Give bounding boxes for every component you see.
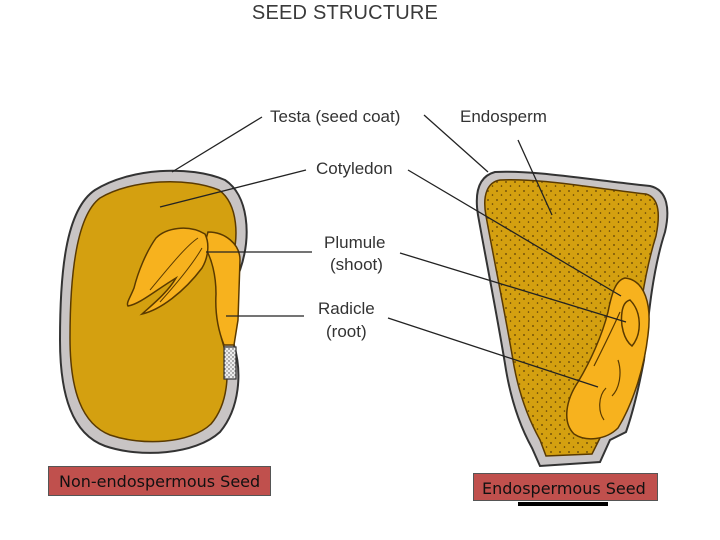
left-cotyledon [69, 180, 237, 443]
leader-lines [159, 114, 627, 388]
right-plumule [620, 299, 640, 348]
left-radicle-tip [223, 346, 237, 380]
caption-non-endospermous-seed: Non-endospermous Seed [48, 466, 271, 496]
label-testa: Testa (seed coat) [270, 107, 400, 126]
label-radicle-note: (root) [326, 322, 367, 341]
endospermous-seed [475, 170, 669, 468]
leader-endosperm-coat [423, 114, 489, 173]
leader-plumule-right [399, 252, 627, 323]
left-plumule-veins [149, 237, 203, 303]
label-endosperm: Endosperm [460, 107, 547, 126]
caption-endospermous-seed: Endospermous Seed [473, 473, 658, 501]
left-plumule [126, 227, 209, 316]
leader-cotyledon-left [159, 169, 307, 208]
leader-radicle-right [387, 317, 599, 388]
label-cotyledon: Cotyledon [316, 159, 393, 178]
leader-endosperm [517, 139, 553, 216]
non-endospermous-seed [58, 169, 248, 454]
label-plumule-note: (shoot) [330, 255, 383, 274]
leader-cotyledon-right [407, 169, 622, 297]
left-embryo-axis [203, 231, 241, 346]
label-plumule: Plumule [324, 233, 385, 252]
caption-underline [518, 502, 608, 506]
label-radicle: Radicle [318, 299, 375, 318]
leader-testa [171, 116, 263, 173]
page-title: SEED STRUCTURE [251, 2, 439, 24]
right-embryo-folds [593, 311, 621, 421]
